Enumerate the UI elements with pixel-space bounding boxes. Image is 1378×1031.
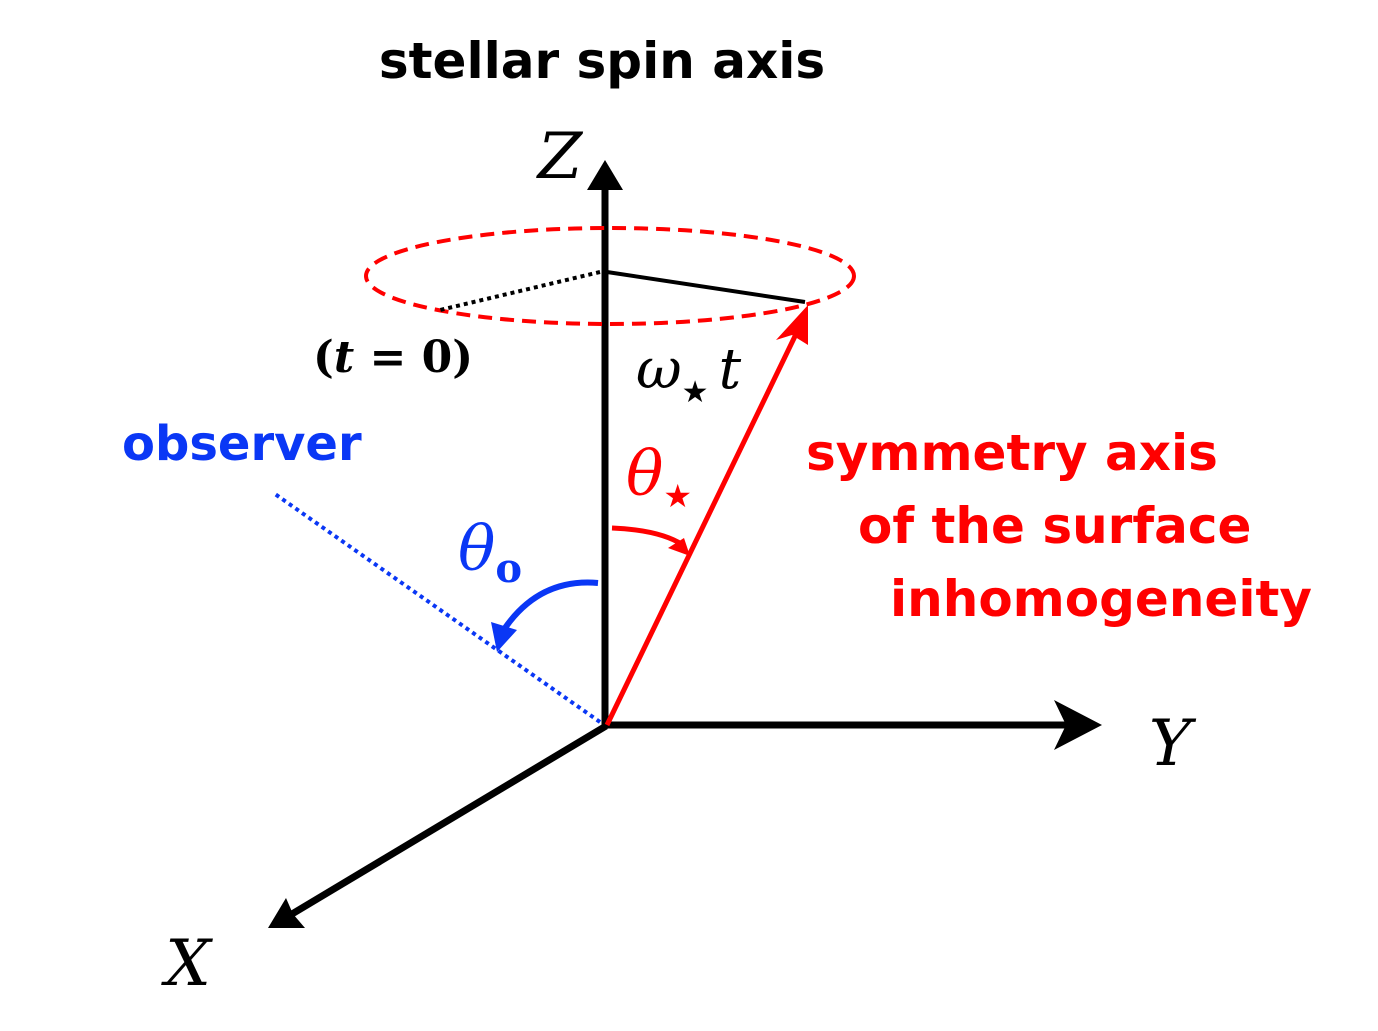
diagram-title: stellar spin axis	[379, 32, 825, 90]
current-projection-line	[606, 270, 806, 304]
theta-obs-arc	[502, 579, 599, 630]
theta-obs-subscript: o	[495, 545, 522, 592]
t-zero-t: t	[334, 332, 354, 383]
symmetry-label-line3: inhomogeneity	[890, 570, 1312, 628]
t-zero-close: )	[452, 332, 473, 383]
omega-t: t	[719, 337, 742, 402]
omega-symbol: ω	[636, 337, 682, 402]
theta-obs-symbol: θ	[458, 512, 495, 585]
omega-subscript: ★	[682, 375, 709, 410]
t0-reference-line	[439, 270, 601, 312]
x-axis	[290, 722, 608, 918]
t-zero-open: (	[313, 332, 334, 383]
t-zero-label: (t = 0)	[313, 332, 473, 383]
omega-star-label: ω★ t	[636, 337, 742, 410]
symmetry-axis-arrow	[604, 328, 801, 727]
theta-obs-arrowhead	[491, 622, 517, 652]
x-axis-arrowhead	[268, 898, 305, 928]
symmetry-label-line2: of the surface	[858, 497, 1251, 555]
precession-ellipse	[364, 226, 856, 326]
theta-star-subscript: ★	[663, 477, 692, 515]
z-axis-label: Z	[536, 120, 584, 194]
theta-star-symbol: θ	[626, 437, 663, 510]
x-axis-label: X	[160, 927, 213, 1001]
y-axis-arrowhead	[1054, 700, 1102, 750]
y-axis-label: Y	[1149, 707, 1197, 781]
theta-obs-label: θo	[458, 512, 522, 592]
symmetry-axis-arrowhead	[776, 305, 808, 345]
observer-label: observer	[122, 416, 362, 472]
symmetry-label-line1: symmetry axis	[806, 424, 1218, 482]
theta-star-arrowhead	[668, 538, 690, 556]
z-axis-arrowhead	[587, 160, 623, 190]
t-zero-num: 0	[422, 332, 453, 383]
theta-star-arc	[611, 525, 685, 548]
t-zero-eq: =	[354, 332, 422, 383]
observer-line	[273, 492, 602, 724]
theta-star-label: θ★	[626, 437, 692, 515]
